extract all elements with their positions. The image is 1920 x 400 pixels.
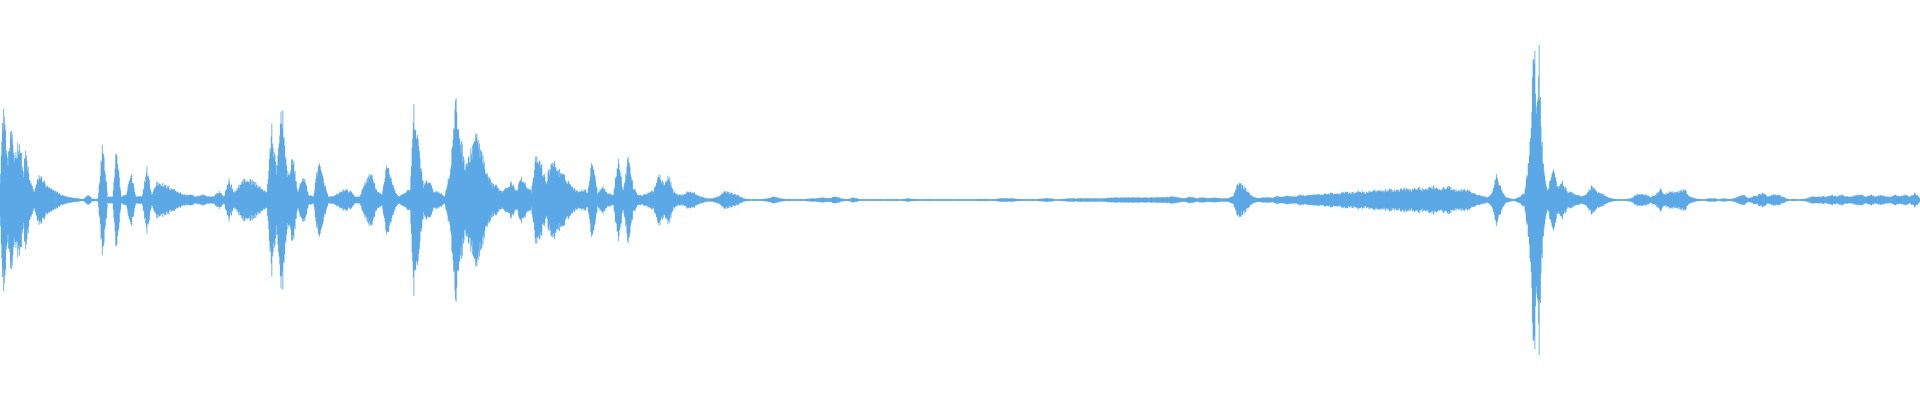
waveform-bars (0, 44, 1920, 356)
